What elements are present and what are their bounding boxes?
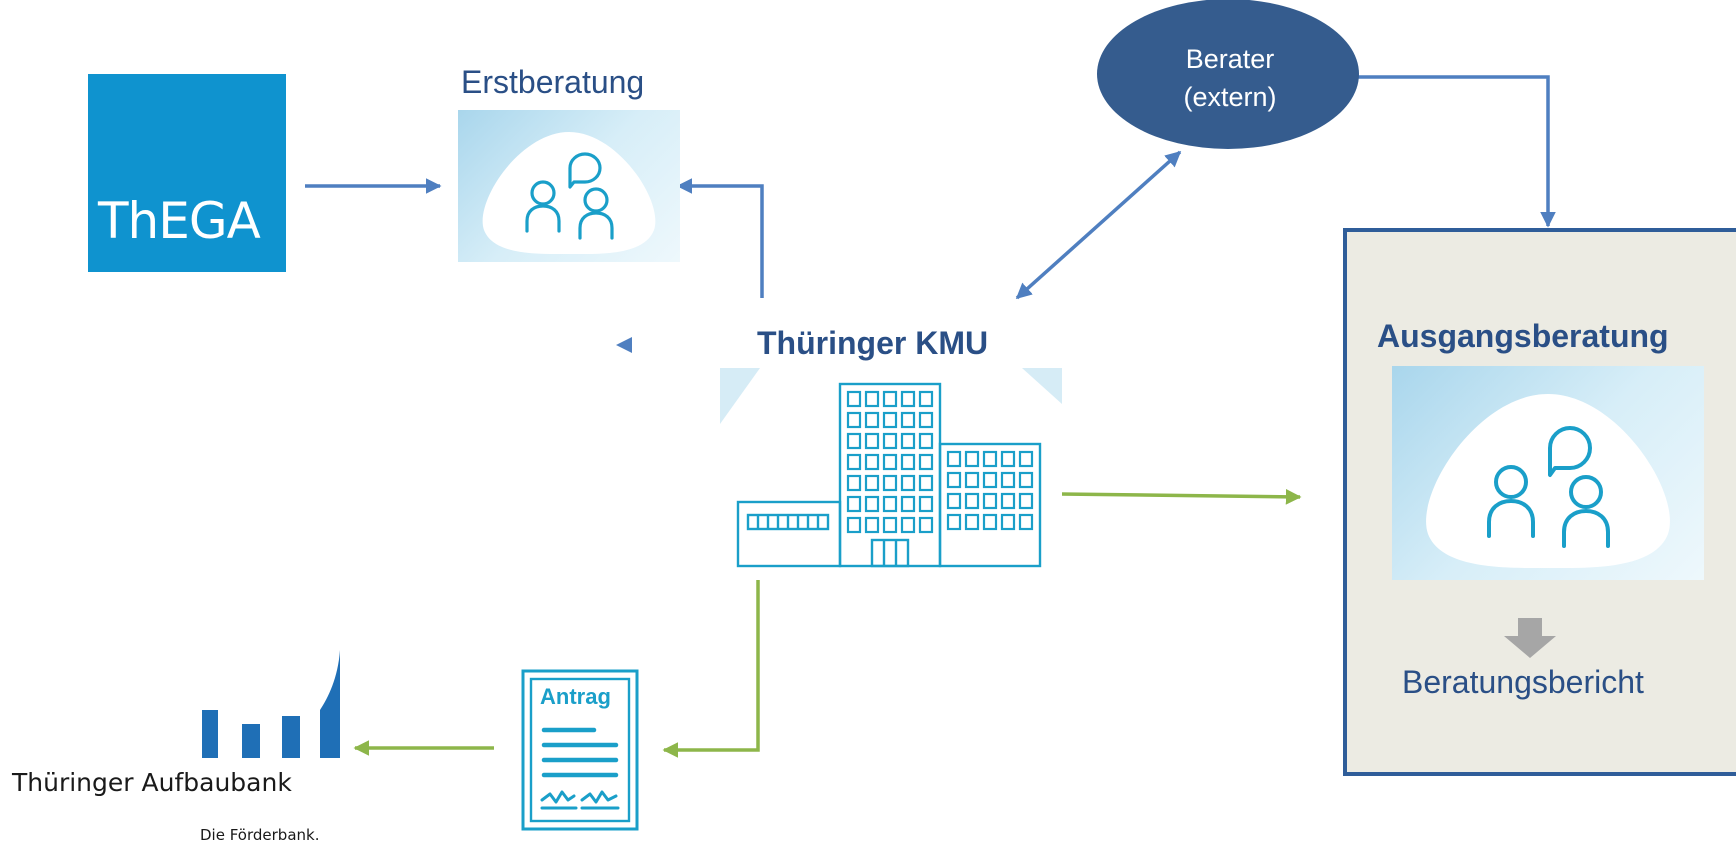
ausgangsberatung-tile	[1392, 366, 1704, 580]
building-windows	[846, 390, 1034, 534]
building-window	[846, 495, 862, 513]
building-window	[846, 453, 862, 471]
building-window	[882, 390, 898, 408]
building-window	[918, 453, 934, 471]
building-window	[1018, 471, 1034, 489]
building-window	[882, 453, 898, 471]
building-window	[846, 474, 862, 492]
building-window	[900, 453, 916, 471]
antrag-label: Antrag	[540, 684, 611, 709]
aufbaubank-name: Thüringer Aufbaubank	[12, 768, 292, 797]
aufbaubank-logo-mark	[202, 650, 340, 758]
building-window	[946, 513, 962, 531]
berater-line-2: (extern)	[1183, 82, 1277, 112]
consultation-icon	[1426, 394, 1670, 569]
building-window	[864, 495, 880, 513]
berater-ellipse	[1097, 0, 1359, 149]
arrow-berater-to-ausgangsberatung	[1357, 75, 1556, 228]
building-window	[1018, 513, 1034, 531]
consultation-icon	[482, 132, 656, 255]
arrow-kmu-to-erstberatung	[676, 178, 764, 298]
building-window	[846, 411, 862, 429]
building-window	[882, 432, 898, 450]
building-window	[946, 450, 962, 468]
building-window	[1000, 513, 1016, 531]
beratungsbericht-label: Beratungsbericht	[1402, 664, 1644, 700]
building-window	[882, 411, 898, 429]
building-window	[982, 492, 998, 510]
erstberatung-title: Erstberatung	[461, 64, 645, 100]
building-window	[846, 390, 862, 408]
building-window	[900, 411, 916, 429]
berater-label: Berater (extern)	[1100, 40, 1360, 116]
thega-logo: ThEGA	[88, 74, 286, 272]
building-window	[918, 432, 934, 450]
kmu-tile	[720, 368, 1062, 568]
building-window	[982, 513, 998, 531]
building-window	[982, 471, 998, 489]
building-window	[964, 492, 980, 510]
building-window	[864, 411, 880, 429]
building-window	[900, 432, 916, 450]
erstberatung-tile	[458, 110, 680, 262]
building-window	[1018, 492, 1034, 510]
building-window	[864, 390, 880, 408]
berater-line-1: Berater	[1185, 44, 1275, 74]
aufbaubank-tagline: Die Förderbank.	[200, 826, 320, 844]
building-window	[1000, 471, 1016, 489]
building-window	[964, 450, 980, 468]
antrag-document-icon	[521, 669, 639, 831]
building-window	[918, 516, 934, 534]
building-window	[918, 390, 934, 408]
building-window	[964, 471, 980, 489]
building-window	[1018, 450, 1034, 468]
building-window	[846, 432, 862, 450]
building-window	[900, 516, 916, 534]
building-window	[1000, 450, 1016, 468]
building-window	[900, 474, 916, 492]
building-window	[864, 453, 880, 471]
building-window	[900, 390, 916, 408]
down-arrow-icon	[1504, 618, 1556, 658]
building-window	[864, 516, 880, 534]
kmu-title: Thüringer KMU	[757, 325, 989, 361]
building-window	[918, 474, 934, 492]
building-window	[946, 492, 962, 510]
building-window	[946, 471, 962, 489]
ausgangsberatung-title: Ausgangsberatung	[1377, 318, 1669, 354]
arrow-kmu-to-ausgangsberatung	[1059, 488, 1302, 505]
arrow-kmu-to-antrag	[662, 580, 760, 758]
building-window	[1000, 492, 1016, 510]
building-window	[864, 432, 880, 450]
company-building-icon	[720, 368, 1062, 568]
building-window	[882, 516, 898, 534]
building-window	[864, 474, 880, 492]
building-window	[900, 495, 916, 513]
building-window	[882, 474, 898, 492]
thega-logo-text: ThEGA	[98, 192, 261, 250]
building-window	[918, 411, 934, 429]
arrow-kmu-berater-bidirectional	[1015, 150, 1182, 300]
building-window	[882, 495, 898, 513]
building-window	[918, 495, 934, 513]
stray-arrowhead	[616, 337, 632, 353]
building-window	[982, 450, 998, 468]
building-window	[846, 516, 862, 534]
building-window	[964, 513, 980, 531]
